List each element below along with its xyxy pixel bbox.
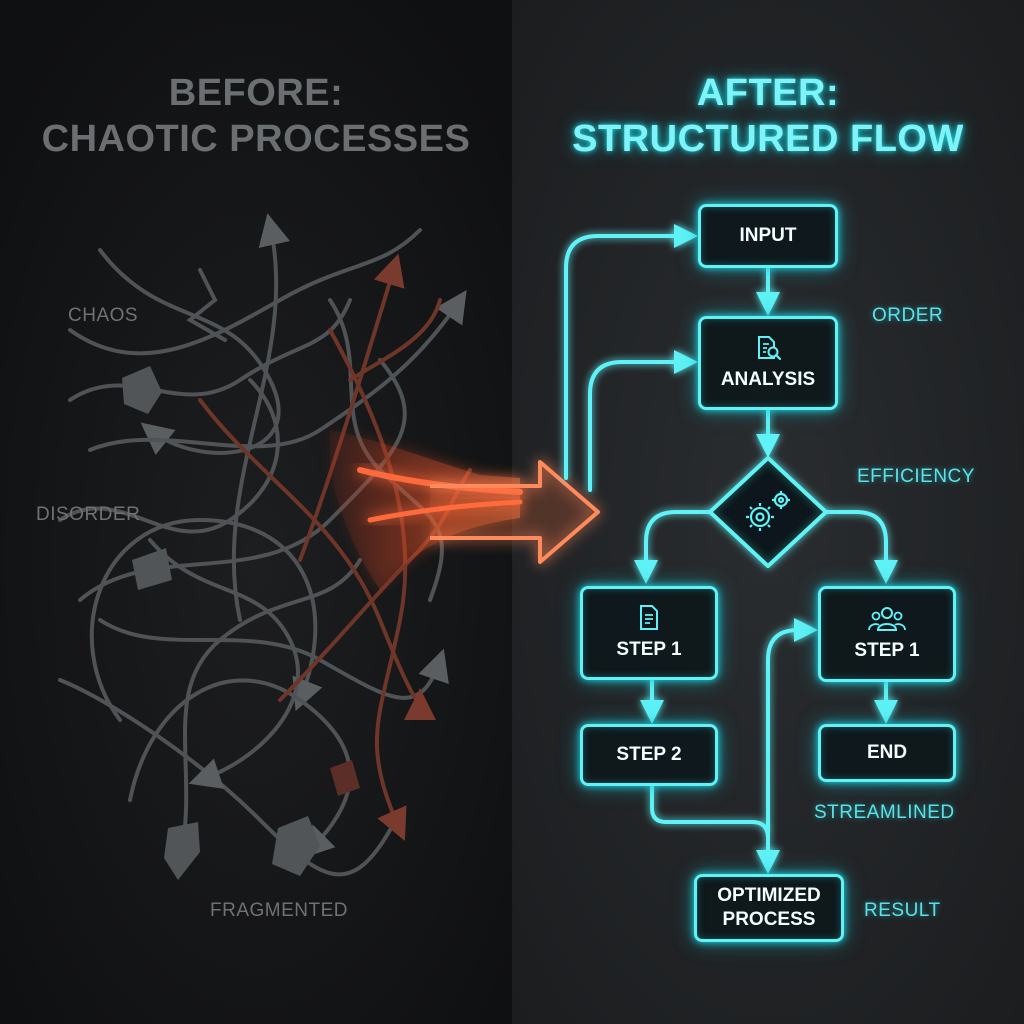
optimized-process-label: OPTIMIZED PROCESS bbox=[717, 885, 821, 930]
before-title: BEFORE: CHAOTIC PROCESSES bbox=[0, 70, 512, 162]
document-search-icon bbox=[758, 336, 782, 361]
step2-label: STEP 2 bbox=[616, 744, 682, 765]
before-title-line2: CHAOTIC PROCESSES bbox=[41, 118, 471, 160]
optimized-process-box: OPTIMIZED PROCESS bbox=[694, 874, 844, 942]
label-order: ORDER bbox=[872, 305, 944, 326]
step1-left-label: STEP 1 bbox=[616, 639, 682, 660]
end-label: END bbox=[866, 742, 908, 763]
transition-arrow bbox=[430, 460, 600, 564]
step1-right-box: STEP 1 bbox=[818, 586, 956, 682]
flow-connectors bbox=[564, 224, 898, 874]
after-title-line2: STRUCTURED FLOW bbox=[572, 118, 964, 160]
label-result: RESULT bbox=[864, 900, 941, 921]
before-title-line1: BEFORE: bbox=[168, 72, 344, 114]
step2-box: STEP 2 bbox=[580, 724, 718, 786]
team-icon bbox=[868, 607, 906, 631]
after-title: AFTER: STRUCTURED FLOW bbox=[512, 70, 1024, 162]
input-label: INPUT bbox=[739, 225, 797, 246]
chaos-fragments bbox=[122, 366, 360, 880]
analysis-label: ANALYSIS bbox=[720, 369, 816, 390]
label-chaos: CHAOS bbox=[68, 305, 139, 326]
input-box: INPUT bbox=[698, 204, 838, 268]
label-streamlined: STREAMLINED bbox=[814, 802, 955, 823]
label-efficiency: EFFICIENCY bbox=[857, 466, 975, 487]
label-fragmented: FRAGMENTED bbox=[210, 900, 348, 921]
analysis-box: ANALYSIS bbox=[698, 316, 838, 410]
step1-left-box: STEP 1 bbox=[580, 586, 718, 680]
label-disorder: DISORDER bbox=[36, 504, 141, 525]
end-box: END bbox=[818, 724, 956, 782]
after-title-line1: AFTER: bbox=[696, 72, 840, 114]
gears-icon bbox=[746, 491, 790, 531]
document-icon bbox=[640, 605, 658, 630]
step1-right-label: STEP 1 bbox=[854, 640, 920, 661]
